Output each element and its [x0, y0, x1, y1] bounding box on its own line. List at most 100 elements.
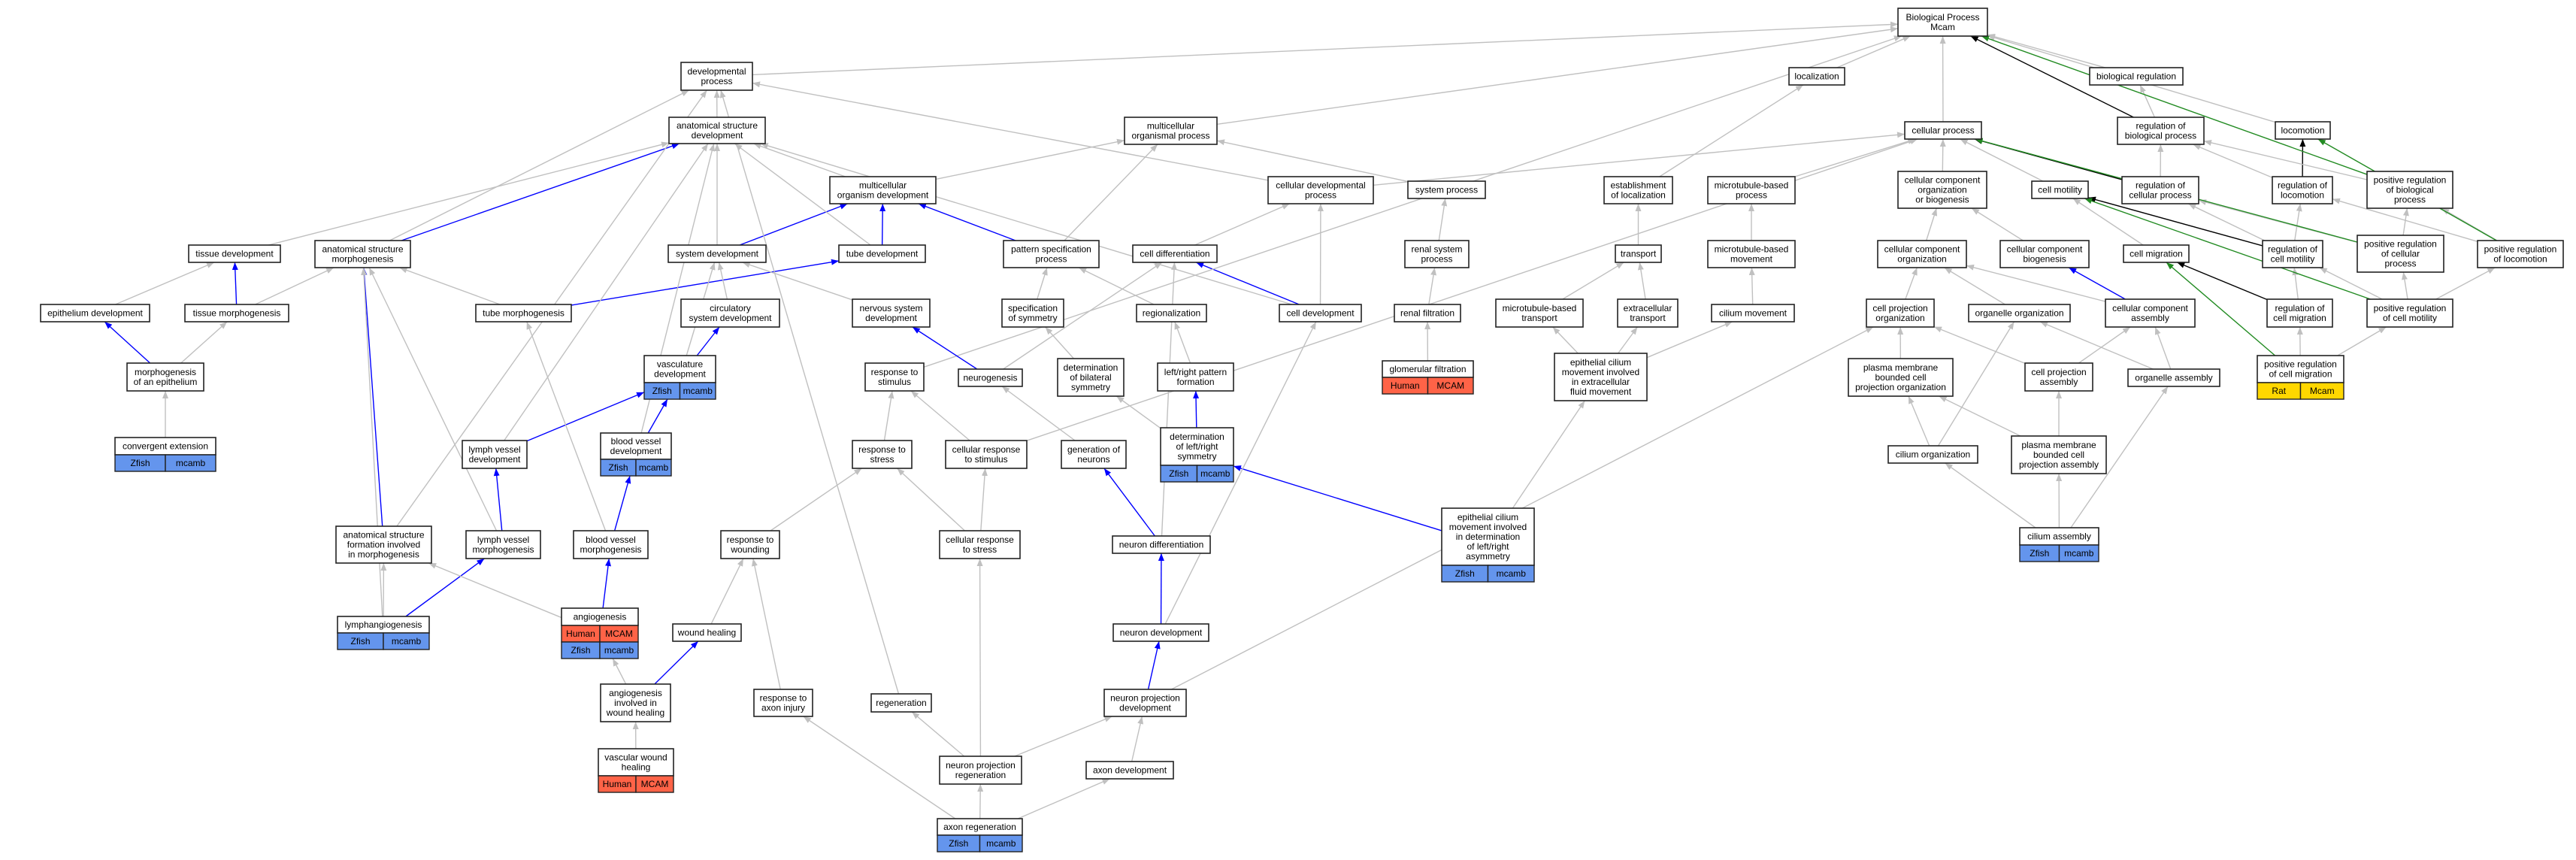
edge-is-a: [504, 143, 709, 441]
go-term-node[interactable]: organelle assembly: [2127, 368, 2220, 387]
go-term-node[interactable]: cell migration: [2123, 244, 2190, 263]
node-label: or biogenesis: [1915, 195, 1969, 205]
go-term-node[interactable]: axon development: [1085, 761, 1174, 780]
node-box: [1112, 623, 1209, 642]
go-term-node[interactable]: regeneration: [870, 693, 932, 713]
node-label: multicellular: [1147, 121, 1194, 132]
go-term-node[interactable]: tube morphogenesis: [475, 304, 572, 322]
go-term-node[interactable]: neuron development: [1112, 623, 1209, 642]
go-term-node[interactable]: wound healing: [672, 623, 742, 642]
go-term-node[interactable]: system process: [1407, 180, 1486, 199]
go-term-node[interactable]: cell development: [1279, 304, 1362, 322]
go-term-node[interactable]: epithelium development: [40, 304, 150, 322]
go-term-node[interactable]: system development: [667, 244, 767, 263]
go-term-node[interactable]: locomotion: [2275, 121, 2331, 140]
node-label: neurogenesis: [963, 373, 1017, 383]
go-term-node[interactable]: tube development: [838, 244, 926, 263]
go-term-node[interactable]: cell motility: [2031, 180, 2089, 199]
go-term-node[interactable]: cellular process: [1904, 121, 1982, 140]
go-term-node[interactable]: cilium movement: [1711, 304, 1795, 322]
go-term-node[interactable]: organelle organization: [1968, 304, 2071, 322]
go-term-node[interactable]: tissue morphogenesis: [184, 304, 289, 322]
go-term-node[interactable]: cell differentiation: [1132, 244, 1218, 263]
go-term-node[interactable]: renal filtration: [1394, 304, 1461, 322]
go-term-node[interactable]: biological regulation: [2089, 67, 2184, 86]
node-label: regeneration: [876, 698, 926, 708]
go-term-node[interactable]: transport: [1615, 244, 1662, 263]
go-term-node[interactable]: neuron differentiation: [1112, 535, 1211, 554]
go-term-node[interactable]: cilium organization: [1887, 445, 1978, 464]
go-term-node[interactable]: localization: [1788, 67, 1845, 86]
node-label: of biological: [2386, 185, 2433, 195]
go-term-node[interactable]: neurogenesis: [958, 368, 1023, 387]
edge-part-of: [526, 392, 645, 442]
go-term-node[interactable]: regionalization: [1136, 304, 1207, 322]
go-term-node[interactable]: tissue development: [188, 244, 281, 263]
